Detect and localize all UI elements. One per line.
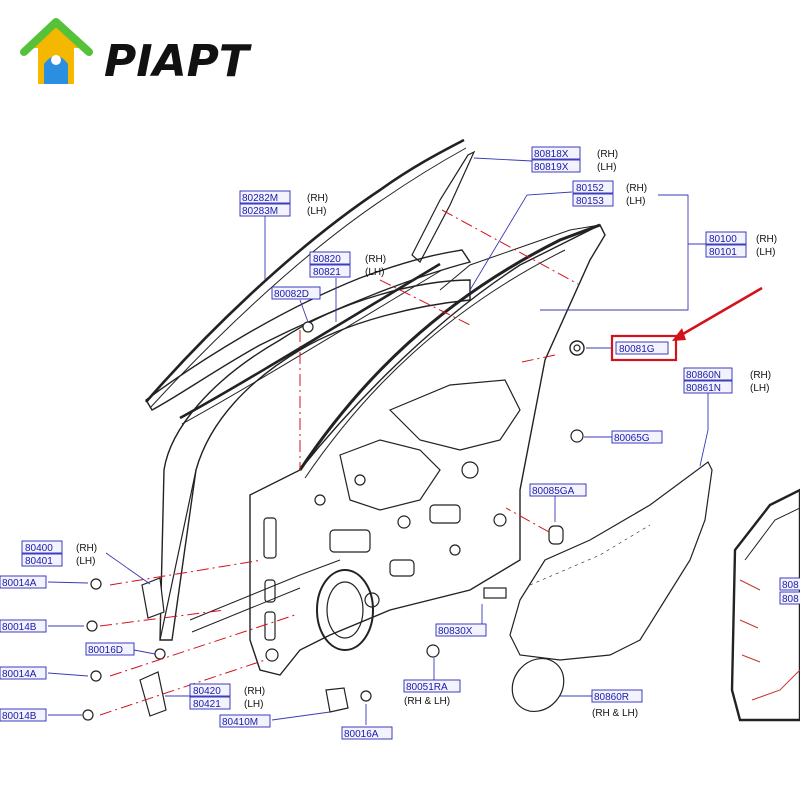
svg-text:808: 808 bbox=[782, 580, 799, 591]
svg-text:80400: 80400 bbox=[25, 543, 53, 554]
callout-80085GA[interactable]: 80085GA bbox=[529, 483, 587, 497]
callout-80420[interactable]: 80420 80421 (RH) (LH) bbox=[189, 683, 265, 710]
door-seal bbox=[509, 461, 713, 661]
svg-text:80051RA: 80051RA bbox=[406, 682, 448, 693]
svg-text:80401: 80401 bbox=[25, 556, 53, 567]
svg-text:80101: 80101 bbox=[709, 247, 737, 258]
door-hinges bbox=[82, 577, 372, 721]
callout-80014A-upper[interactable]: 80014A bbox=[0, 575, 47, 589]
svg-text:(RH): (RH) bbox=[244, 686, 265, 697]
door-artwork bbox=[82, 138, 800, 722]
brand-name: PIAPT bbox=[104, 36, 252, 87]
callout-80860R[interactable]: 80860R (RH & LH) bbox=[591, 689, 643, 719]
callout-80282M[interactable]: 80282M 80283M (RH) (LH) bbox=[239, 190, 328, 217]
callout-80400[interactable]: 80400 80401 (RH) (LH) bbox=[21, 540, 97, 567]
svg-text:80016A: 80016A bbox=[344, 729, 379, 740]
door-trim-edge bbox=[730, 488, 800, 722]
callout-80014A-lower[interactable]: 80014A bbox=[0, 666, 47, 680]
small-hardware bbox=[302, 321, 585, 713]
svg-text:(RH): (RH) bbox=[597, 149, 618, 160]
callout-80860N[interactable]: 80860N 80861N (RH) (LH) bbox=[683, 367, 771, 394]
svg-text:(RH): (RH) bbox=[365, 254, 386, 265]
svg-text:80818X: 80818X bbox=[534, 149, 569, 160]
svg-text:80283M: 80283M bbox=[242, 206, 278, 217]
svg-text:80420: 80420 bbox=[193, 686, 221, 697]
house-logo-icon bbox=[20, 18, 93, 84]
svg-text:80014A: 80014A bbox=[2, 669, 37, 680]
svg-text:80085GA: 80085GA bbox=[532, 486, 575, 497]
callout-80065G[interactable]: 80065G bbox=[611, 430, 663, 444]
svg-text:(RH & LH): (RH & LH) bbox=[592, 708, 638, 719]
svg-text:808: 808 bbox=[782, 594, 799, 605]
panel-cutouts bbox=[263, 379, 521, 662]
part-callouts: 80818X 80819X (RH) (LH) 80152 80153 (RH)… bbox=[0, 146, 800, 740]
svg-text:80861N: 80861N bbox=[686, 383, 721, 394]
svg-text:(LH): (LH) bbox=[76, 556, 95, 567]
belt-moulding bbox=[179, 262, 441, 420]
svg-text:80016D: 80016D bbox=[88, 645, 123, 656]
door-outer-panel bbox=[159, 279, 471, 641]
callout-80016A[interactable]: 80016A bbox=[341, 726, 393, 740]
svg-text:(LH): (LH) bbox=[365, 267, 384, 278]
svg-text:(LH): (LH) bbox=[244, 699, 263, 710]
svg-text:(RH): (RH) bbox=[750, 370, 771, 381]
svg-text:80821: 80821 bbox=[313, 267, 341, 278]
callout-80082D[interactable]: 80082D bbox=[271, 286, 321, 300]
callout-80152[interactable]: 80152 80153 (RH) (LH) bbox=[572, 180, 647, 207]
svg-text:(LH): (LH) bbox=[750, 383, 769, 394]
svg-text:80082D: 80082D bbox=[274, 289, 309, 300]
svg-text:80410M: 80410M bbox=[222, 717, 258, 728]
svg-text:80100: 80100 bbox=[709, 234, 737, 245]
highlight-arrow bbox=[672, 286, 763, 341]
svg-text:80014A: 80014A bbox=[2, 578, 37, 589]
svg-text:(RH): (RH) bbox=[626, 183, 647, 194]
svg-text:80081G: 80081G bbox=[619, 344, 655, 355]
svg-text:80860R: 80860R bbox=[594, 692, 629, 703]
brand-logo[interactable]: PIAPT bbox=[20, 18, 252, 87]
door-inner-panel bbox=[249, 224, 606, 676]
svg-text:80153: 80153 bbox=[576, 196, 604, 207]
svg-text:80819X: 80819X bbox=[534, 162, 569, 173]
svg-text:80282M: 80282M bbox=[242, 193, 278, 204]
callout-80014B-upper[interactable]: 80014B bbox=[0, 619, 47, 633]
svg-text:(LH): (LH) bbox=[626, 196, 645, 207]
callout-808-cropped[interactable]: 808 808 bbox=[779, 577, 800, 605]
svg-text:80830X: 80830X bbox=[438, 626, 473, 637]
callout-80016D[interactable]: 80016D bbox=[85, 642, 135, 656]
svg-text:(RH & LH): (RH & LH) bbox=[404, 696, 450, 707]
svg-text:(LH): (LH) bbox=[756, 247, 775, 258]
svg-text:80065G: 80065G bbox=[614, 433, 650, 444]
svg-text:80820: 80820 bbox=[313, 254, 341, 265]
callout-80820[interactable]: 80820 80821 (RH) (LH) bbox=[309, 251, 386, 278]
callout-80410M[interactable]: 80410M bbox=[219, 714, 271, 728]
callout-80014B-lower[interactable]: 80014B bbox=[0, 708, 47, 722]
svg-text:80421: 80421 bbox=[193, 699, 221, 710]
svg-text:80152: 80152 bbox=[576, 183, 604, 194]
callout-80081G[interactable]: 80081G bbox=[610, 334, 678, 362]
sash-strip bbox=[411, 150, 476, 263]
svg-text:(RH): (RH) bbox=[307, 193, 328, 204]
svg-text:80860N: 80860N bbox=[686, 370, 721, 381]
weatherstrip-outer bbox=[145, 138, 465, 403]
svg-text:(LH): (LH) bbox=[597, 162, 616, 173]
callout-80051RA[interactable]: 80051RA (RH & LH) bbox=[403, 679, 461, 707]
leader-lines bbox=[47, 157, 709, 725]
callout-80830X[interactable]: 80830X bbox=[435, 623, 487, 637]
door-glass bbox=[145, 249, 472, 411]
callout-80100[interactable]: 80100 80101 (RH) (LH) bbox=[705, 231, 777, 258]
svg-text:80014B: 80014B bbox=[2, 711, 37, 722]
svg-text:(RH): (RH) bbox=[756, 234, 777, 245]
svg-text:(RH): (RH) bbox=[76, 543, 97, 554]
svg-text:(LH): (LH) bbox=[307, 206, 326, 217]
alignment-lines bbox=[99, 209, 579, 716]
svg-text:80014B: 80014B bbox=[2, 622, 37, 633]
callout-80818X[interactable]: 80818X 80819X (RH) (LH) bbox=[531, 146, 618, 173]
